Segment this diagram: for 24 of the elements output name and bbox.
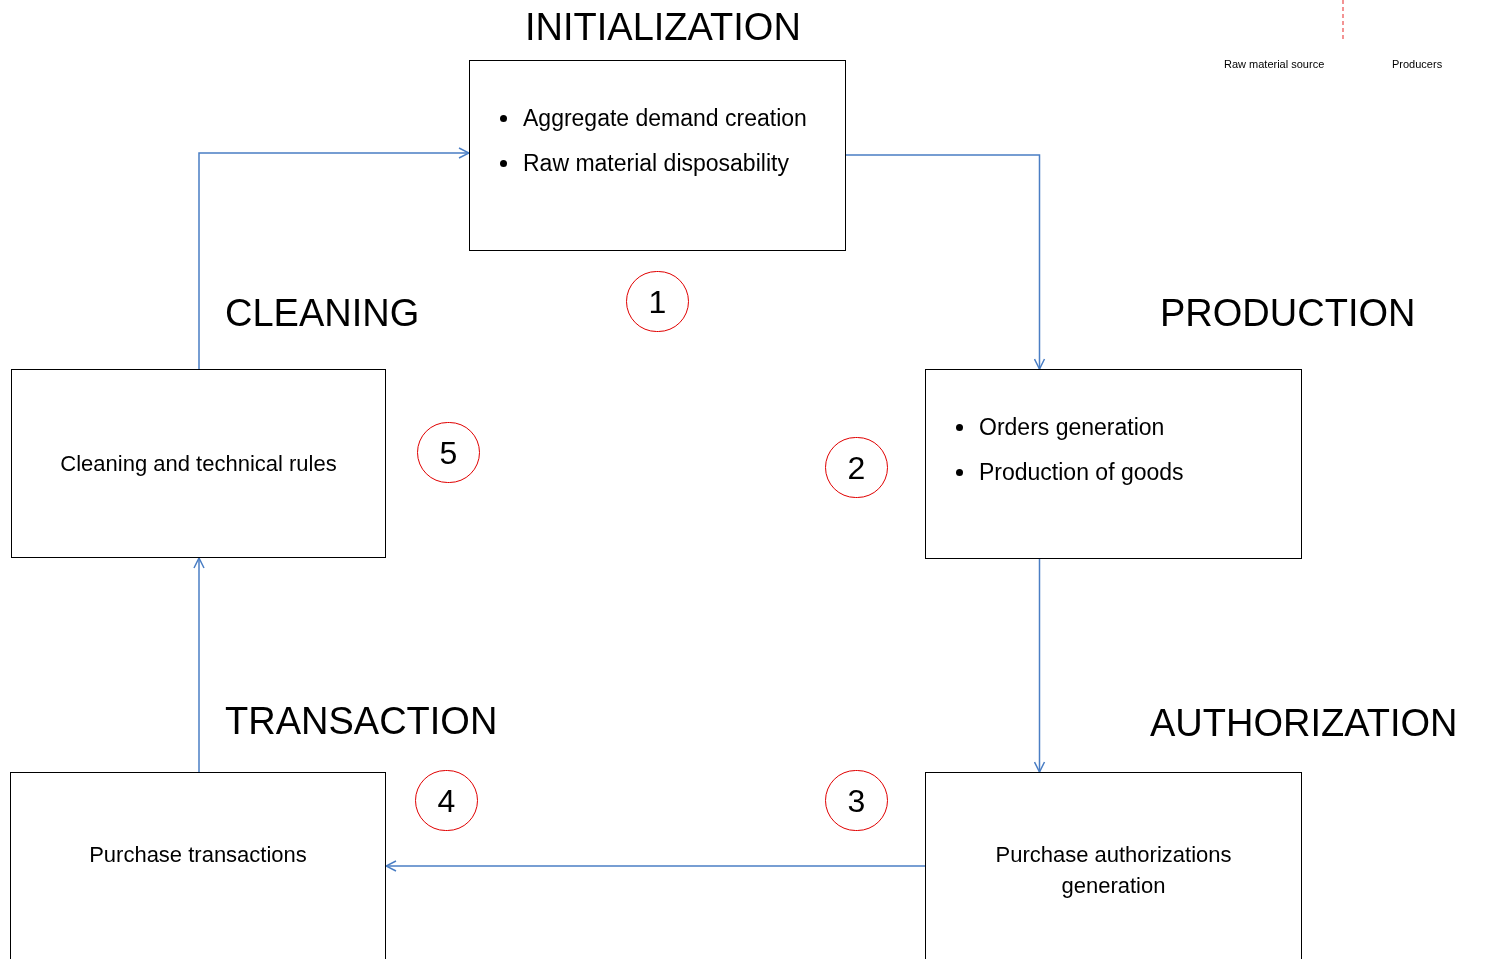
process-box (925, 772, 1302, 959)
arrow (845, 154, 1046, 370)
phase-label: INITIALIZATION (525, 5, 801, 50)
arrow (385, 860, 926, 872)
bullet-text: Production of goods (979, 461, 1184, 484)
caption-label: Producers (1392, 58, 1443, 72)
arrow (193, 557, 205, 773)
process-box (10, 772, 386, 959)
phase-label: PRODUCTION (1160, 291, 1416, 336)
process-box (469, 60, 846, 251)
box-text: Purchase authorizations generation (994, 841, 1233, 900)
process-box (925, 369, 1302, 559)
phase-label: TRANSACTION (225, 699, 498, 744)
bullet-text: Raw material disposability (523, 152, 789, 175)
box-text: Purchase transactions (89, 841, 307, 869)
bullet-text: Aggregate demand creation (523, 107, 807, 130)
bullet-text: Orders generation (979, 416, 1165, 439)
phase-label: CLEANING (225, 291, 420, 336)
process-box (11, 369, 386, 558)
arrow (198, 147, 470, 370)
phase-label: AUTHORIZATION (1150, 701, 1458, 746)
arrow (1033, 558, 1046, 773)
caption-label: Raw material source (1224, 58, 1325, 72)
box-text: Cleaning and technical rules (60, 450, 337, 478)
